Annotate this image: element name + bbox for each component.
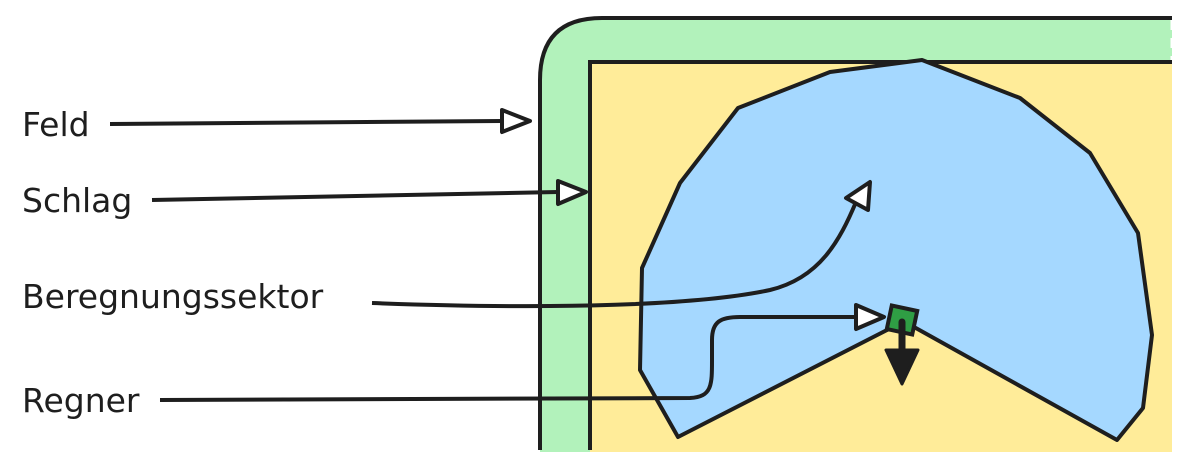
arrow-feld — [109, 108, 532, 134]
arrow-schlag — [151, 179, 588, 206]
label-feld: Feld — [22, 105, 90, 144]
arrow-sektor — [371, 180, 872, 309]
direction-arrow-icon — [884, 348, 920, 386]
label-beregnungssektor: Beregnungssektor — [22, 277, 324, 316]
irrigation-sector — [638, 58, 1154, 442]
label-schlag: Schlag — [22, 181, 133, 220]
sprinkler — [884, 303, 920, 386]
arrow-regner — [159, 303, 886, 402]
label-regner: Regner — [22, 381, 140, 420]
